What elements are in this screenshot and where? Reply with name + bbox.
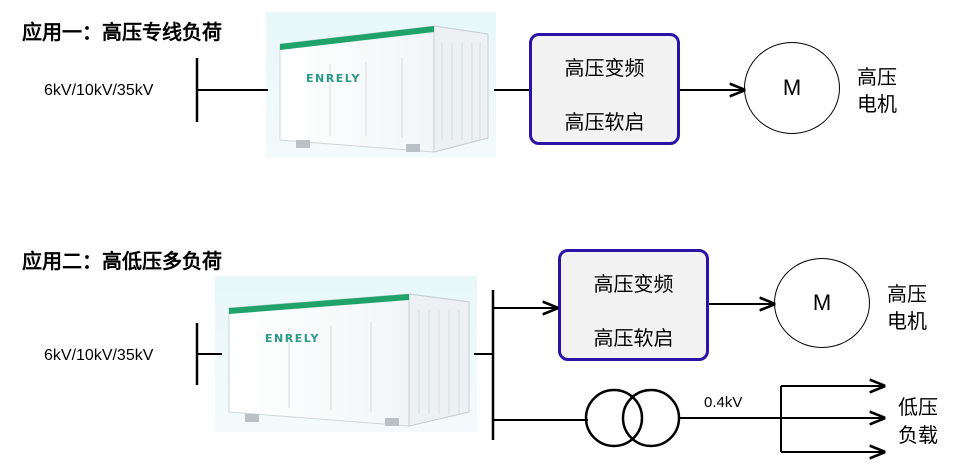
transformer-secondary-coil (621, 388, 681, 448)
app1-converter-box: 高压变频 高压软启 (529, 33, 680, 145)
app2-motor-label-line1: 高压 (887, 282, 927, 306)
app1-motor-label-line2: 电机 (857, 92, 897, 116)
app2-converter-line2: 高压软启 (593, 326, 674, 350)
app1-voltage-label: 6kV/10kV/35kV (44, 82, 154, 99)
app2-container-stripe (229, 294, 409, 314)
app2-low-load-line2: 负载 (898, 423, 938, 447)
app1-title: 应用一：高压专线负荷 (22, 20, 222, 44)
app1-container-brand: ENRELY (306, 72, 361, 85)
app1-converter-line1: 高压变频 (564, 56, 645, 80)
app1-container-stripe (280, 26, 434, 50)
app2-low-load-line1: 低压 (898, 395, 938, 419)
app2-storage-container-image (215, 276, 477, 432)
app1-motor-label-line1: 高压 (857, 65, 897, 89)
app1-storage-container-image (266, 12, 496, 158)
app2-container-brand: ENRELY (265, 332, 320, 345)
app2-transformer-output-label: 0.4kV (704, 394, 743, 411)
app2-converter-line1: 高压变频 (593, 272, 674, 296)
app2-voltage-label: 6kV/10kV/35kV (44, 347, 154, 364)
app2-converter-box: 高压变频 高压软启 (558, 249, 709, 361)
app2-motor-symbol: M (774, 258, 870, 348)
app1-converter-line2: 高压软启 (564, 110, 645, 134)
transformer-primary-coil (584, 388, 644, 448)
app2-motor-label-line2: 电机 (887, 309, 927, 333)
app2-title: 应用二：高低压多负荷 (22, 249, 222, 273)
